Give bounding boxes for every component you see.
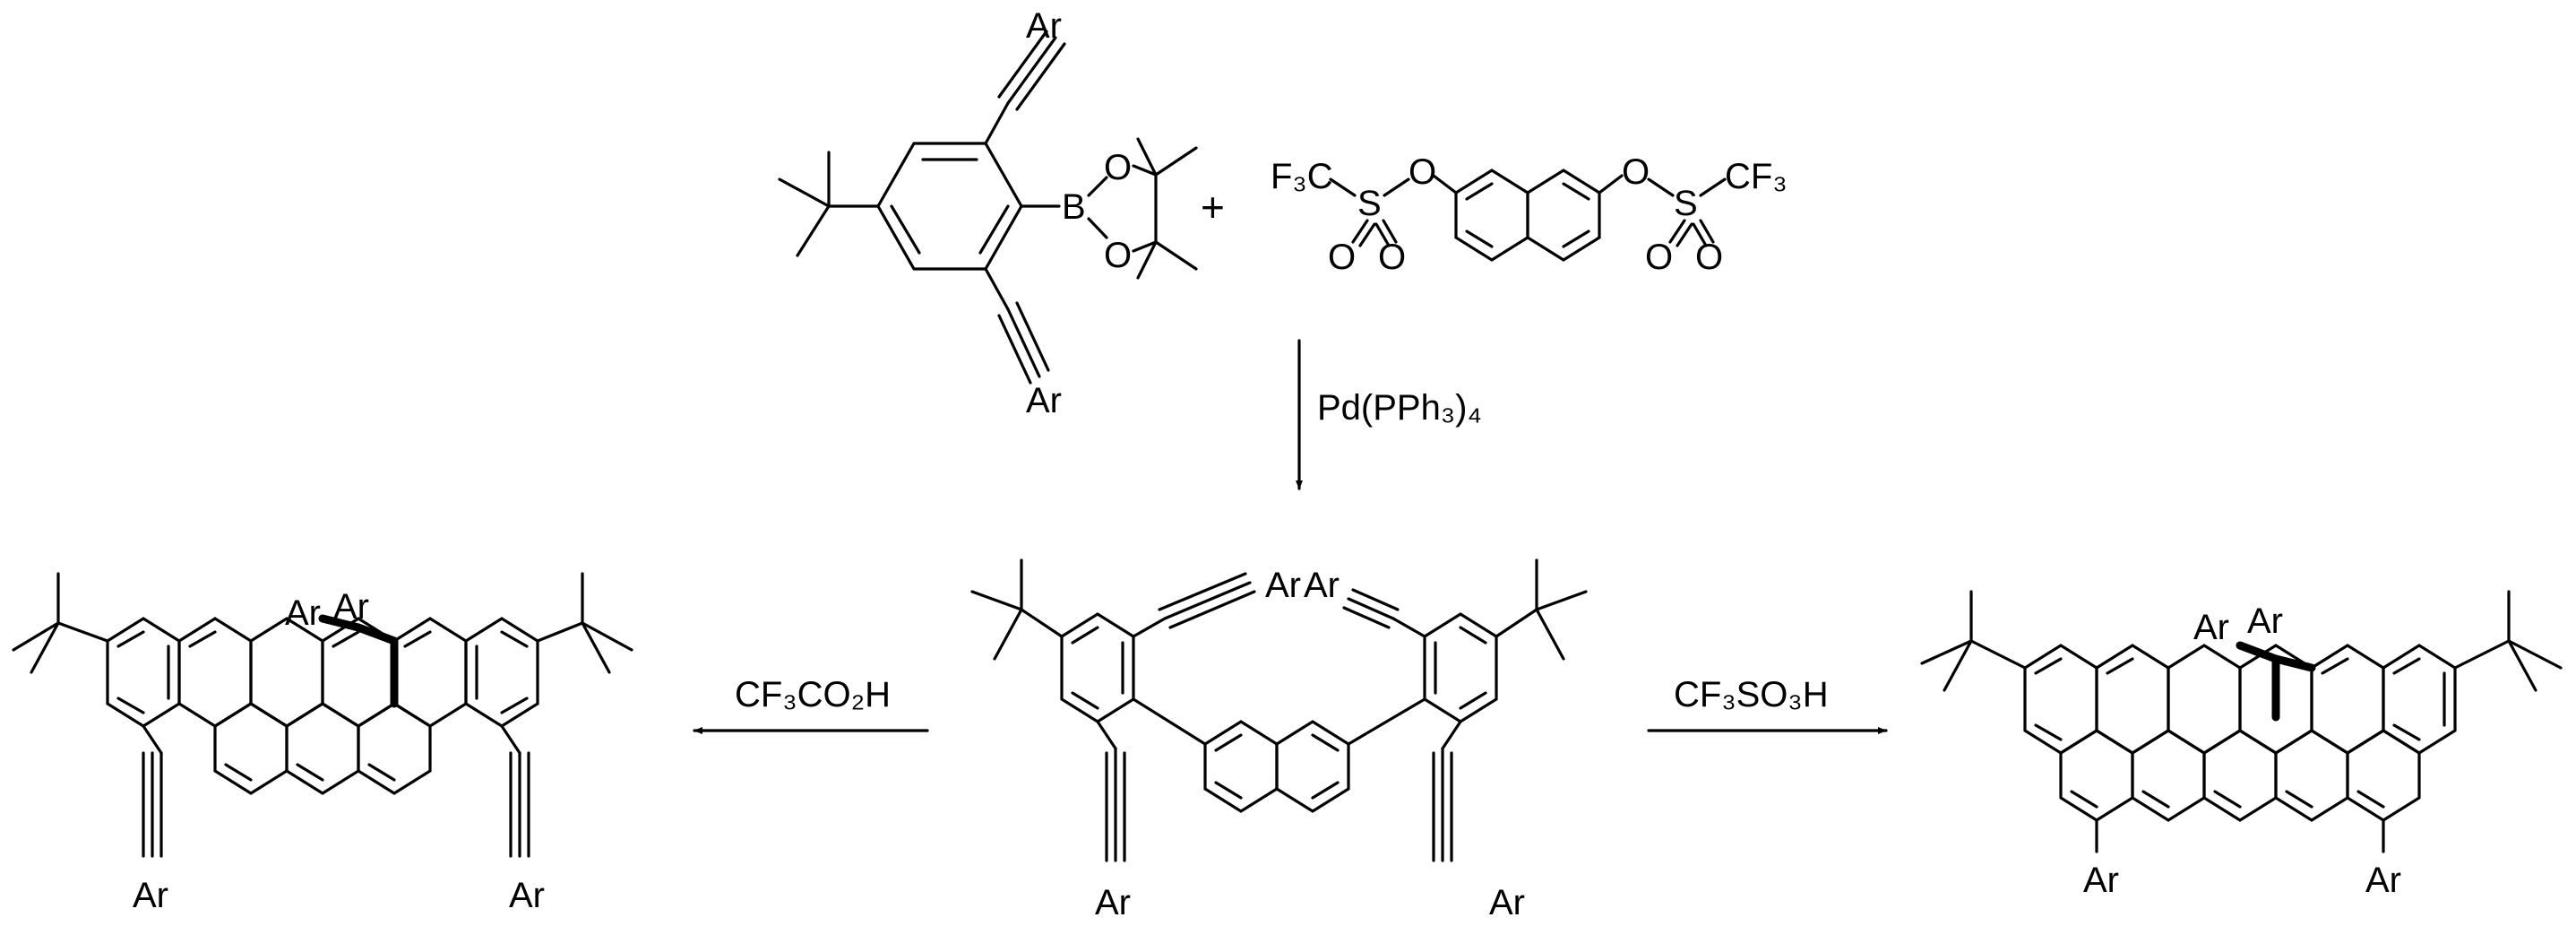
ar-label: Ar: [1095, 883, 1131, 922]
plus-sign: +: [1201, 184, 1225, 230]
left-product: Ar Ar Ar Ar: [12, 572, 633, 915]
sulfur-atom: S: [1357, 184, 1382, 223]
coupling-conditions: Pd(PPh₃)₄: [1317, 388, 1482, 428]
triflic-acid-conditions: CF₃SO₃H: [1674, 675, 1829, 714]
boronic-ester-reagent: Ar Ar B O O: [778, 6, 1198, 420]
oxygen-atom: O: [1378, 238, 1406, 277]
oxygen-atom: O: [1645, 238, 1673, 277]
ar-label: Ar: [133, 876, 168, 915]
oxygen-atom: O: [1104, 236, 1132, 275]
tfa-conditions: CF₃CO₂H: [735, 675, 891, 714]
right-product: Ar Ar Ar Ar: [1920, 590, 2563, 900]
cf3-group: CF₃: [1725, 157, 1788, 196]
oxygen-atom: O: [1695, 238, 1723, 277]
ar-label: Ar: [1026, 381, 1062, 420]
oxygen-atom: O: [1409, 152, 1436, 192]
ar-label: Ar: [509, 876, 545, 915]
f3c-group: F₃C: [1271, 157, 1333, 196]
naphthalene-bistriflate-reagent: F₃C S O O O O S O O CF₃: [1271, 152, 1788, 277]
ar-label: Ar: [2247, 601, 2283, 641]
boron-atom: B: [1062, 187, 1086, 227]
bis-alkyne-intermediate: Ar Ar Ar Ar: [970, 558, 1588, 922]
ar-label: Ar: [1489, 883, 1525, 922]
oxygen-atom: O: [1104, 148, 1132, 187]
ar-label: Ar: [1265, 566, 1301, 605]
sulfur-atom: S: [1674, 184, 1698, 223]
ar-label: Ar: [333, 587, 369, 627]
ar-label: Ar: [2365, 861, 2401, 900]
ar-label: Ar: [1026, 6, 1062, 46]
oxygen-atom: O: [1622, 152, 1650, 192]
ar-label: Ar: [285, 593, 321, 633]
ar-label: Ar: [2193, 608, 2229, 647]
oxygen-atom: O: [1328, 238, 1356, 277]
ar-label: Ar: [1304, 566, 1340, 605]
ar-label: Ar: [2083, 861, 2119, 900]
